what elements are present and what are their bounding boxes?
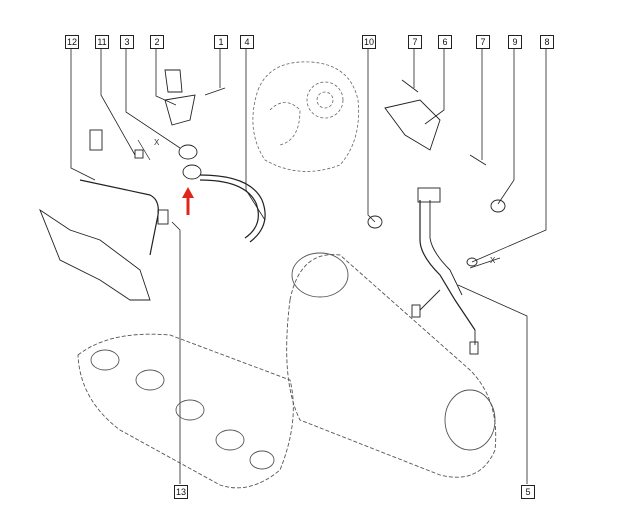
callout-10: 10 <box>362 35 376 49</box>
sensor-assembly-right <box>367 79 506 355</box>
callout-4: 4 <box>240 35 254 49</box>
callout-2: 2 <box>150 35 164 49</box>
axis-marker-lines <box>137 139 501 269</box>
turbocharger-ghost <box>252 61 359 172</box>
callout-11: 11 <box>95 35 109 49</box>
callout-7b: 7 <box>476 35 490 49</box>
exhaust-manifold <box>77 333 294 489</box>
callout-1: 1 <box>214 35 228 49</box>
axis-marker-right: X <box>490 256 496 265</box>
leader-lines <box>70 48 547 484</box>
callout-7a: 7 <box>408 35 422 49</box>
callout-9: 9 <box>508 35 522 49</box>
particulate-filter <box>286 252 497 478</box>
callout-6: 6 <box>438 35 452 49</box>
red-arrow-icon <box>182 187 194 215</box>
callout-5: 5 <box>521 485 535 499</box>
axis-marker-left: X <box>154 138 160 147</box>
bracket-assembly-left <box>39 69 226 301</box>
callout-12: 12 <box>65 35 79 49</box>
callout-8: 8 <box>540 35 554 49</box>
pressure-pipe-left <box>79 174 266 256</box>
callout-13: 13 <box>174 485 188 499</box>
callout-3: 3 <box>120 35 134 49</box>
